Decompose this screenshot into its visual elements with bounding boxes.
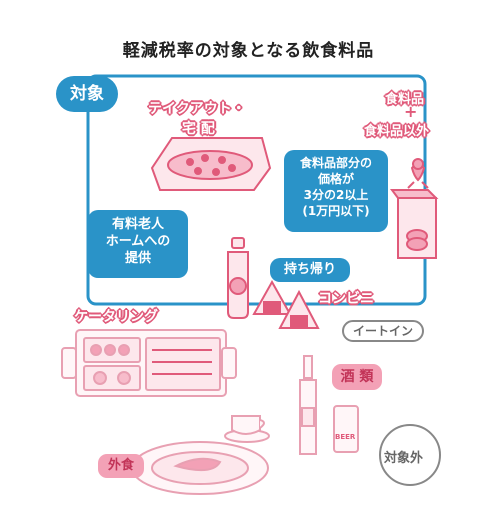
eat-in-badge: イートイン bbox=[342, 320, 424, 342]
food-condition-line-2: 価格が bbox=[317, 172, 354, 186]
takehome-bubble: 持ち帰り bbox=[270, 258, 350, 282]
page-title: 軽減税率の対象となる飲食料品 bbox=[122, 41, 375, 61]
alcohol-label: 酒 類 bbox=[340, 369, 374, 385]
alcohol-badge: 酒 類 bbox=[332, 364, 382, 390]
nursing-home-bubble: 有料老人 ホームへの 提供 bbox=[88, 210, 188, 278]
nursing-home-line-2: ホームへの bbox=[105, 234, 171, 249]
food-condition-line-1: 食料品部分の bbox=[299, 156, 372, 170]
catering-tray-icon bbox=[61, 329, 237, 397]
gift-box-icon bbox=[390, 158, 439, 259]
food-condition-bubble: 食料品部分の 価格が 3分の2以上 (1万円以下) bbox=[284, 150, 388, 232]
nursing-home-line-1: 有料老人 bbox=[111, 217, 164, 232]
coffee-cup-icon bbox=[224, 415, 270, 443]
onigiri-icon bbox=[252, 279, 320, 329]
pizza-box-icon bbox=[150, 137, 272, 191]
food-mixed-label-1: 食料品 bbox=[385, 92, 425, 107]
food-condition-line-3: 3分の2以上 bbox=[303, 188, 369, 202]
takehome-label: 持ち帰り bbox=[283, 262, 336, 277]
beer-can-label: BEER bbox=[335, 433, 356, 441]
catering-label: ケータリング bbox=[74, 309, 158, 325]
dining-out-label: 外食 bbox=[107, 458, 134, 473]
not-target-label: 対象外 bbox=[384, 451, 424, 466]
food-mixed-label-2: 食料品以外 bbox=[364, 124, 430, 139]
takeout-label-2: 宅 配 bbox=[182, 121, 215, 137]
wine-bottle-icon bbox=[299, 355, 317, 455]
eat-in-label: イートイン bbox=[352, 324, 413, 338]
convenience-label: コンビニ bbox=[318, 291, 374, 307]
food-mixed-plus: + bbox=[404, 102, 418, 121]
nursing-home-line-3: 提供 bbox=[124, 251, 151, 266]
beer-can-icon bbox=[333, 405, 359, 453]
tea-bottle-icon bbox=[227, 237, 249, 319]
food-condition-line-4: (1万円以下) bbox=[302, 204, 370, 218]
dining-out-badge: 外食 bbox=[98, 454, 144, 478]
target-tag-label: 対象 bbox=[70, 84, 104, 104]
target-tag: 対象 bbox=[56, 76, 118, 112]
not-target-circle bbox=[379, 424, 441, 486]
takeout-label-1: テイクアウト・ bbox=[148, 101, 246, 117]
dining-plate-icon bbox=[131, 441, 269, 495]
